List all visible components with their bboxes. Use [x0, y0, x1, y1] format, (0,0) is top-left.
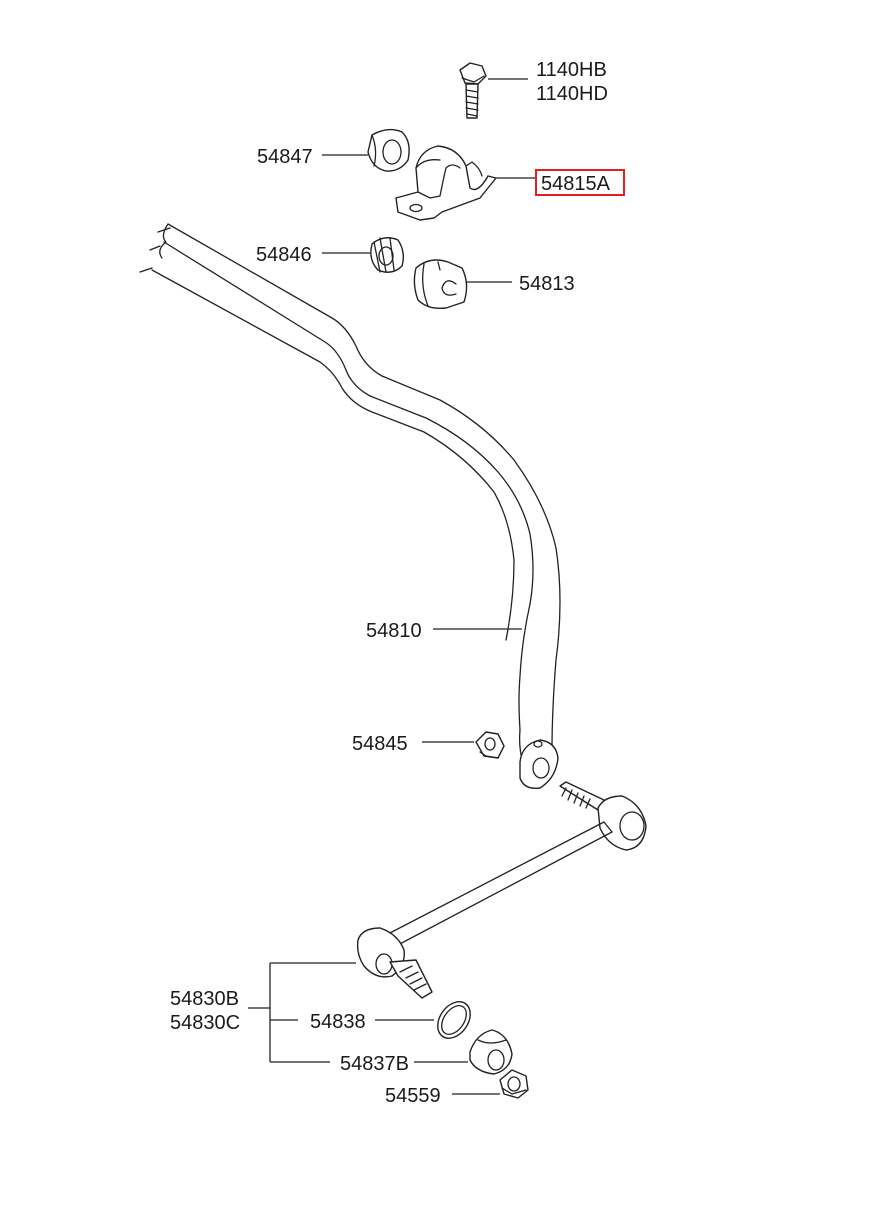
- label-54810: 54810: [366, 620, 422, 642]
- link-nut-part[interactable]: [499, 1069, 529, 1099]
- label-54815a: 54815A: [541, 173, 611, 195]
- label-54830c: 54830C: [170, 1012, 240, 1034]
- label-54838: 54838: [310, 1011, 366, 1033]
- stabilizer-bar-part[interactable]: [139, 223, 561, 789]
- highlight-box: [535, 169, 625, 196]
- bar-nut-part[interactable]: [475, 731, 505, 759]
- label-54830b: 54830B: [170, 988, 239, 1010]
- label-54845: 54845: [352, 733, 408, 755]
- ring-part[interactable]: [431, 996, 477, 1045]
- label-54847: 54847: [257, 146, 313, 168]
- label-54559: 54559: [385, 1085, 441, 1107]
- stabilizer-link-part[interactable]: [356, 781, 647, 999]
- label-54837b: 54837B: [340, 1053, 409, 1075]
- bolt-part[interactable]: [459, 62, 487, 119]
- lower-bushing-part[interactable]: [370, 237, 405, 273]
- label-1140hb: 1140HB: [536, 59, 607, 81]
- label-1140hd: 1140HD: [536, 83, 608, 105]
- bracket-part[interactable]: [395, 145, 497, 221]
- label-54813: 54813: [519, 273, 575, 295]
- main-bushing-part[interactable]: [413, 259, 468, 310]
- label-54846: 54846: [256, 244, 312, 266]
- upper-bushing-part[interactable]: [367, 128, 410, 172]
- boot-part[interactable]: [469, 1029, 513, 1075]
